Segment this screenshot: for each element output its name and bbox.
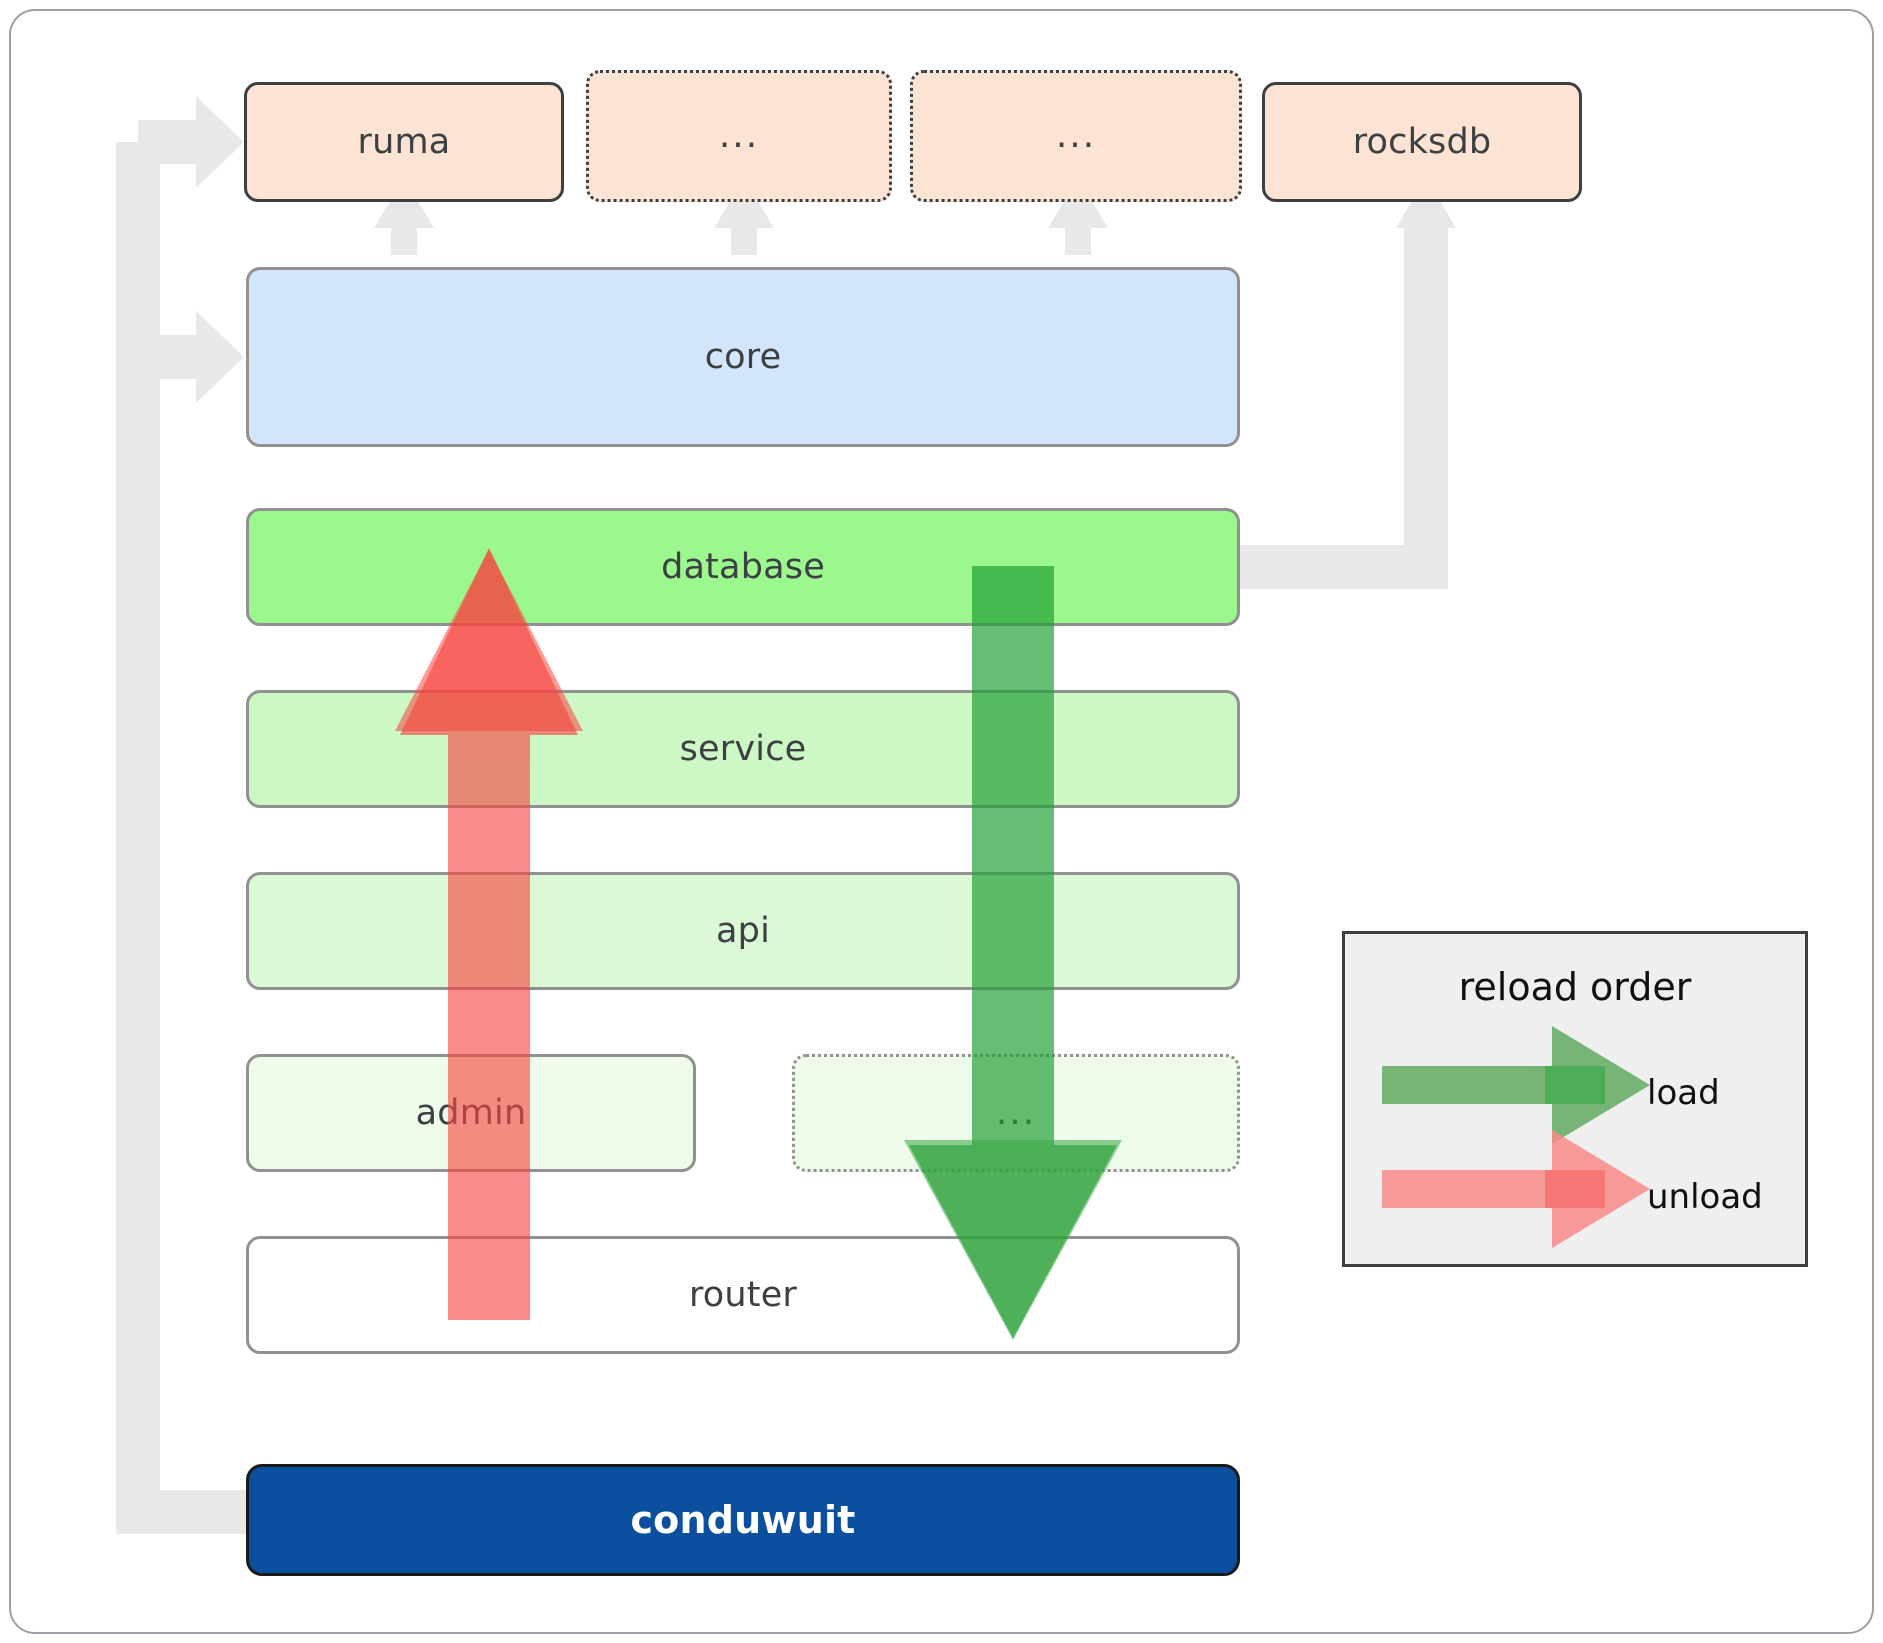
- layer-box-database[interactable]: database: [246, 508, 1240, 626]
- dependency-label-ruma: ruma: [357, 121, 451, 162]
- dependency-box-ruma[interactable]: ruma: [244, 82, 564, 202]
- layer-box-router[interactable]: router: [246, 1236, 1240, 1354]
- dependency-box-etc-1[interactable]: ...: [586, 70, 892, 202]
- layer-label-router: router: [688, 1274, 798, 1315]
- load-flow-arrow-head: [904, 1140, 1122, 1340]
- legend-title: reload order: [1458, 965, 1692, 1009]
- binary-box-conduwuit[interactable]: conduwuit: [246, 1464, 1240, 1576]
- legend-label-unload: unload: [1647, 1177, 1763, 1217]
- layer-label-core: core: [704, 336, 782, 377]
- layer-label-database: database: [661, 546, 825, 587]
- layer-box-api[interactable]: api: [246, 872, 1240, 990]
- binary-label-conduwuit: conduwuit: [630, 1498, 856, 1542]
- dependency-box-etc-2[interactable]: ...: [910, 70, 1242, 202]
- legend-unload-arrow: [1382, 1130, 1650, 1248]
- dependency-box-rocksdb[interactable]: rocksdb: [1262, 82, 1582, 202]
- dependency-label-rocksdb: rocksdb: [1352, 121, 1492, 162]
- unload-flow-arrow-head: [395, 549, 583, 731]
- dependency-label-etc-2: ...: [1055, 115, 1097, 156]
- legend-load-arrow: [1382, 1026, 1650, 1144]
- dependency-label-etc-1: ...: [718, 115, 760, 156]
- legend-label-load: load: [1647, 1073, 1720, 1113]
- layer-box-core[interactable]: core: [246, 267, 1240, 447]
- layer-label-service: service: [679, 728, 807, 769]
- layer-label-api: api: [716, 910, 770, 951]
